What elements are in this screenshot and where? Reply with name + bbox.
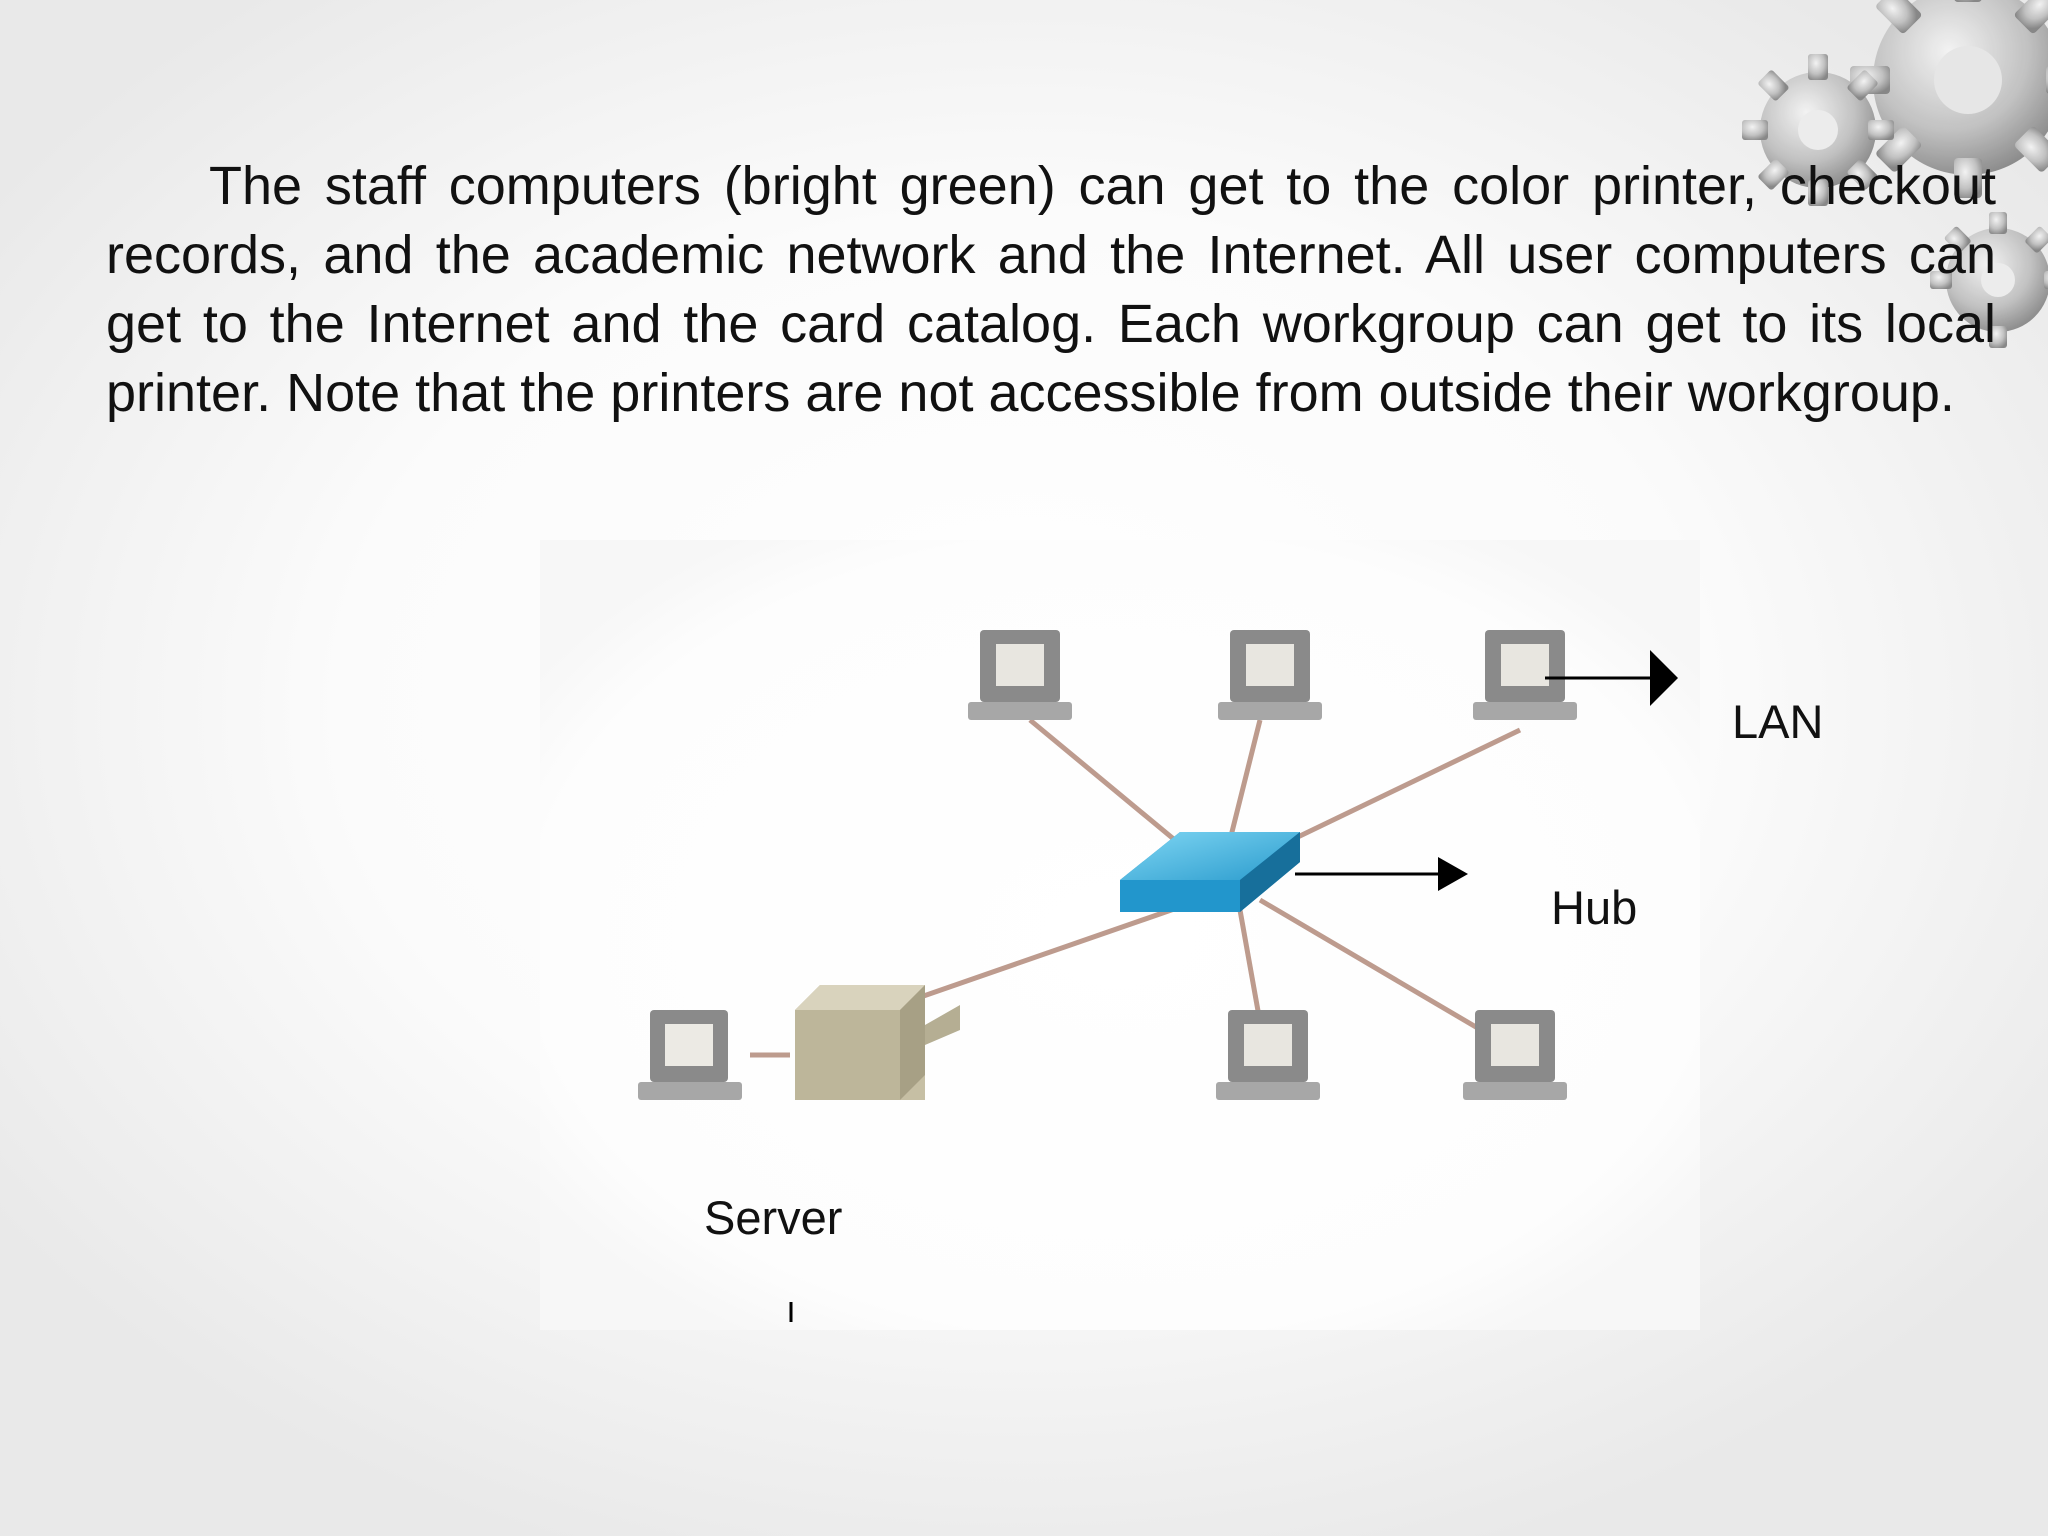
network-diagram	[540, 540, 1700, 1330]
computer-icon	[1473, 630, 1577, 720]
hub-label: Hub	[1551, 881, 1638, 934]
body-paragraph: The staff computers (bright green) can g…	[106, 156, 1996, 423]
computer-icon	[968, 630, 1072, 720]
computer-icon	[1218, 630, 1322, 720]
gear-icon	[1742, 0, 2048, 348]
server-icon	[795, 985, 960, 1100]
computer-icon	[1463, 1010, 1567, 1100]
lan-label: LAN	[1732, 695, 1824, 748]
hub-icon	[1120, 832, 1300, 912]
server-label: Server	[704, 1191, 843, 1244]
computer-icon	[1216, 1010, 1320, 1100]
computer-icon	[638, 1010, 742, 1100]
